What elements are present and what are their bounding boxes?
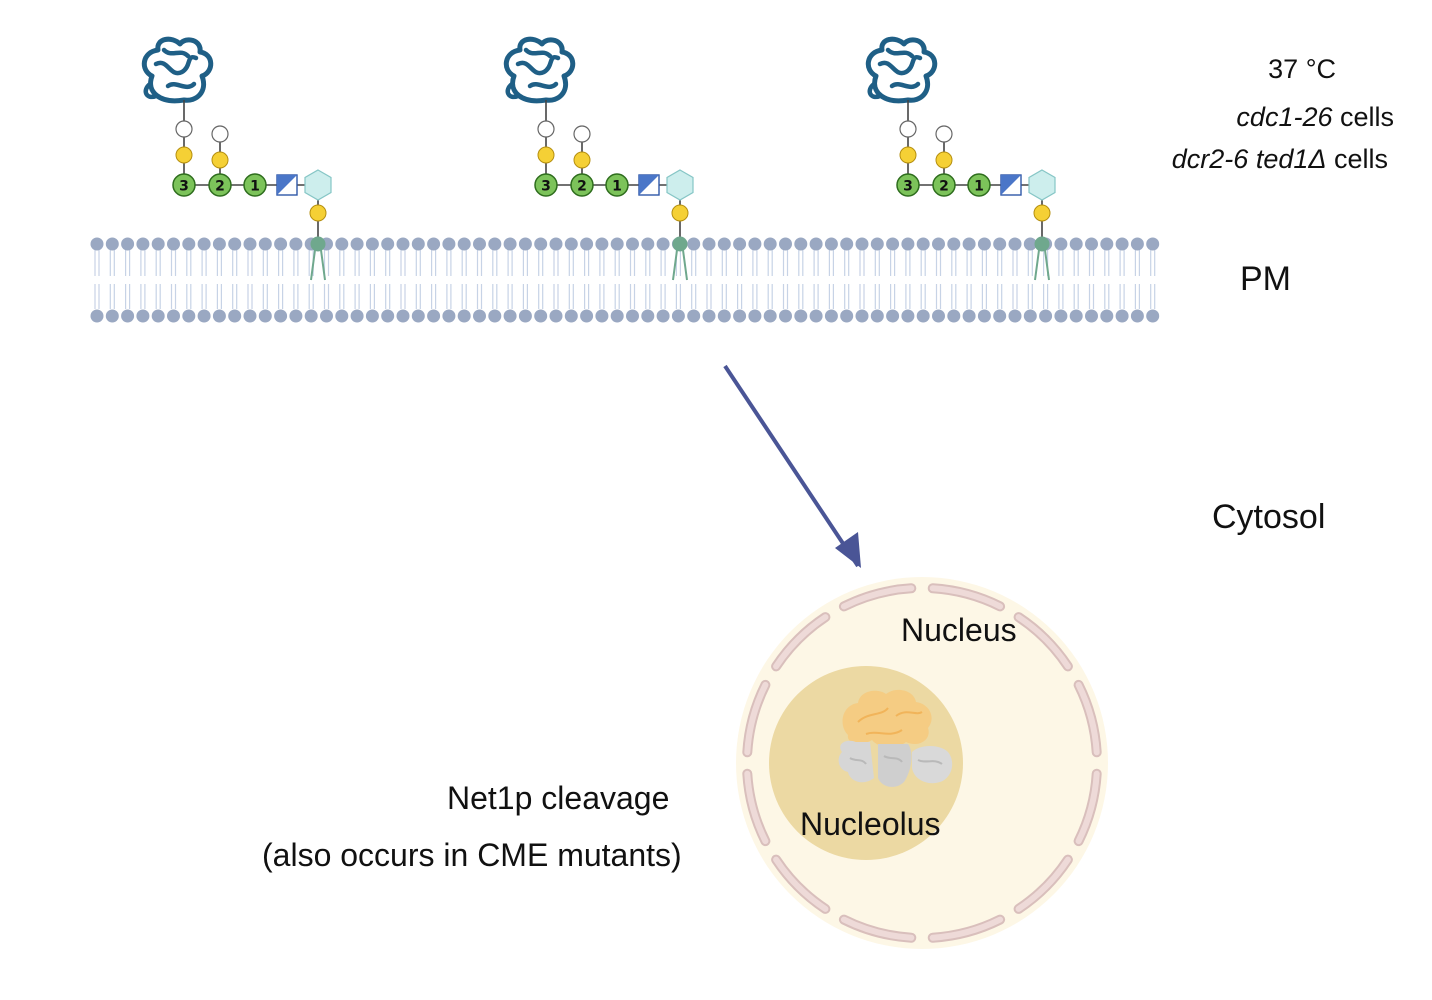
mannose-residue: [605, 173, 629, 197]
envelope-segment-inner: [773, 614, 829, 670]
event-label-line2: (also occurs in CME mutants): [262, 837, 682, 873]
inositol-hexagon: [304, 169, 332, 201]
rdna-chromatin-icon: [838, 689, 953, 787]
glycan-yellow-residue: [537, 146, 555, 164]
glycan-yellow-residue: [211, 151, 229, 169]
strain2-suffix: cells: [1326, 144, 1388, 174]
envelope-segment-inner: [744, 770, 769, 845]
strain2-label: dcr2-6 ted1Δ cells: [1100, 144, 1388, 175]
anchor-head: [310, 236, 326, 252]
lipid-tails: [94, 250, 1156, 309]
mannose-number: 1: [974, 179, 984, 195]
cytosol-label: Cytosol: [1212, 498, 1326, 536]
envelope-segment-inner: [773, 856, 829, 912]
envelope-segment-inner: [1015, 856, 1071, 912]
envelope-segment-inner: [929, 916, 1004, 941]
mannose-number: 2: [577, 179, 587, 195]
envelope-segment-inner: [1075, 681, 1100, 756]
gpi-anchored-proteins: 3 2 1 3 2 1 3 2 1: [141, 36, 1056, 281]
envelope-segment-inner: [1015, 614, 1071, 670]
glycan-white-residue: [211, 125, 229, 143]
glycan-yellow-residue: [671, 204, 689, 222]
glycan-bonds: [183, 100, 319, 245]
envelope-segment-inner: [840, 585, 915, 610]
glcnac-square-fill: [277, 175, 297, 195]
mannose-residue: [534, 173, 558, 197]
envelope-segment-inner: [840, 916, 915, 941]
envelope-segment-inner: [929, 585, 1004, 610]
glcnac-square-fill: [639, 175, 659, 195]
nuclear-envelope: [742, 583, 1102, 943]
plasma-membrane: [90, 237, 1160, 323]
nucleus-label: Nucleus: [901, 612, 1017, 648]
mannose-residue: [172, 173, 196, 197]
glycan-yellow-residue: [309, 204, 327, 222]
anchor-tails: [310, 249, 326, 281]
strain1-label: cdc1-26 cells: [1160, 102, 1394, 133]
strain1-suffix: cells: [1332, 102, 1394, 132]
glycan-white-residue: [935, 125, 953, 143]
anchor-head: [1034, 236, 1050, 252]
transport-arrow: [723, 364, 860, 568]
glycan-white-residue: [537, 120, 555, 138]
mannose-number: 2: [939, 179, 949, 195]
anchor-tails: [672, 249, 688, 281]
nucleolus-label: Nucleolus: [800, 806, 941, 842]
mannose-residue: [896, 173, 920, 197]
mannose-residue: [243, 173, 267, 197]
glycan-bonds: [907, 100, 1043, 245]
mannose-number: 3: [541, 179, 551, 195]
event-label-line1: Net1p cleavage: [447, 780, 670, 816]
mannose-number: 1: [612, 179, 622, 195]
glycan-bonds: [545, 100, 681, 245]
gpi-anchor-protein: 3 2 1: [141, 36, 332, 281]
glcnac-square-fill: [1001, 175, 1021, 195]
inositol-hexagon: [1028, 169, 1056, 201]
mannose-residue: [208, 173, 232, 197]
mannose-residue: [932, 173, 956, 197]
glycan-white-residue: [573, 125, 591, 143]
protein-icon: [865, 36, 938, 104]
envelope-segment-inner: [744, 681, 769, 756]
mannose-number: 2: [215, 179, 225, 195]
transport-arrowhead: [835, 532, 861, 568]
envelope-segment-inner: [1075, 770, 1100, 845]
nucleus: [736, 577, 1108, 949]
protein-icon: [503, 36, 576, 104]
mannose-number: 3: [903, 179, 913, 195]
glycan-yellow-residue: [899, 146, 917, 164]
mannose-residue: [570, 173, 594, 197]
pm-label: PM: [1240, 260, 1291, 298]
glycan-yellow-residue: [175, 146, 193, 164]
mannose-number: 1: [250, 179, 260, 195]
lipid-heads: [90, 237, 1160, 323]
glycan-yellow-residue: [1033, 204, 1051, 222]
strain2-name: dcr2-6 ted1Δ: [1171, 144, 1327, 174]
mannose-number: 3: [179, 179, 189, 195]
mannose-residue: [967, 173, 991, 197]
strain1-name: cdc1-26: [1236, 102, 1333, 132]
glycan-yellow-residue: [935, 151, 953, 169]
anchor-tails: [1034, 249, 1050, 281]
temperature-label: 37 °C: [1268, 54, 1336, 84]
glycan-white-residue: [175, 120, 193, 138]
inositol-hexagon: [666, 169, 694, 201]
glycan-white-residue: [899, 120, 917, 138]
protein-icon: [141, 36, 214, 104]
anchor-head: [672, 236, 688, 252]
gpi-anchor-protein: 3 2 1: [503, 36, 694, 281]
gpi-anchor-protein: 3 2 1: [865, 36, 1056, 281]
glycan-yellow-residue: [573, 151, 591, 169]
